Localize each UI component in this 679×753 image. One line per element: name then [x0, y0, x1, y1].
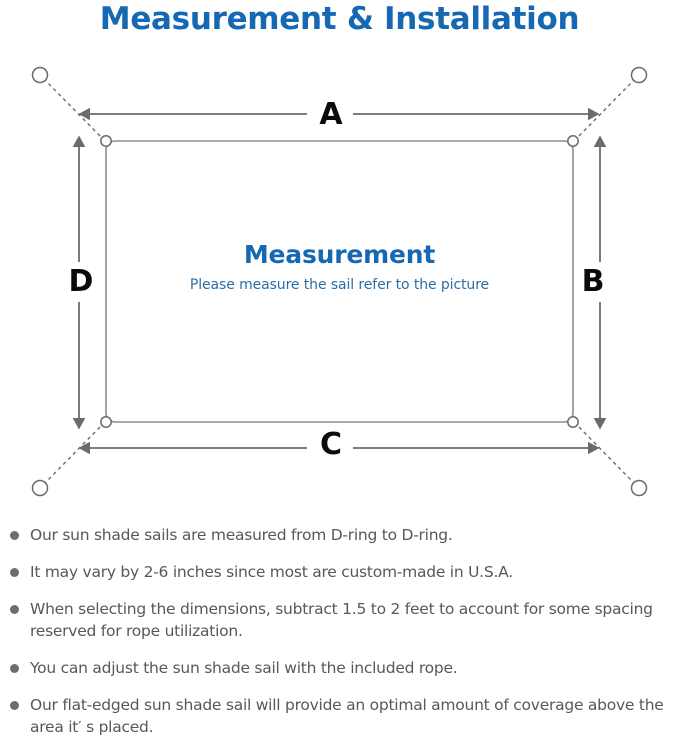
note-text: Our flat-edged sun shade sail will provi… [30, 696, 664, 736]
list-item: It may vary by 2-6 inches since most are… [0, 561, 679, 583]
d-ring-bottom-right [567, 416, 579, 428]
measurement-diagram [0, 48, 679, 518]
anchor-point-top-right [630, 66, 648, 84]
d-ring-bottom-left [100, 416, 112, 428]
bullet-icon [10, 701, 19, 710]
dimension-label-a: A [309, 98, 353, 132]
bullet-icon [10, 605, 19, 614]
dimension-label-b: B [576, 262, 610, 302]
d-rings [100, 135, 579, 428]
anchor-point-bottom-right [630, 479, 648, 497]
diagram-canvas [31, 66, 648, 497]
rope-bottom-right [578, 426, 635, 484]
list-item: Our sun shade sails are measured from D-… [0, 524, 679, 546]
bullet-icon [10, 568, 19, 577]
bullet-icon [10, 664, 19, 673]
dimension-label-d: D [64, 262, 98, 302]
d-ring-top-left [100, 135, 112, 147]
note-text: You can adjust the sun shade sail with t… [30, 659, 458, 677]
page-title: Measurement & Installation [99, 1, 580, 37]
rope-top-left [44, 79, 101, 137]
rope-bottom-left [44, 426, 101, 484]
notes-list: Our sun shade sails are measured from D-… [0, 524, 679, 753]
list-item: When selecting the dimensions, subtract … [0, 598, 679, 642]
list-item: You can adjust the sun shade sail with t… [0, 657, 679, 679]
dimension-label-c: C [309, 428, 353, 462]
rope-lines [44, 79, 635, 484]
anchor-point-bottom-left [31, 479, 49, 497]
note-text: It may vary by 2-6 inches since most are… [30, 563, 513, 581]
rope-top-right [578, 79, 635, 137]
anchor-points [31, 66, 648, 497]
list-item: Our flat-edged sun shade sail will provi… [0, 694, 679, 738]
note-text: Our sun shade sails are measured from D-… [30, 526, 453, 544]
bullet-icon [10, 531, 19, 540]
anchor-point-top-left [31, 66, 49, 84]
sail-body [105, 140, 574, 423]
d-ring-top-right [567, 135, 579, 147]
note-text: When selecting the dimensions, subtract … [30, 600, 653, 640]
